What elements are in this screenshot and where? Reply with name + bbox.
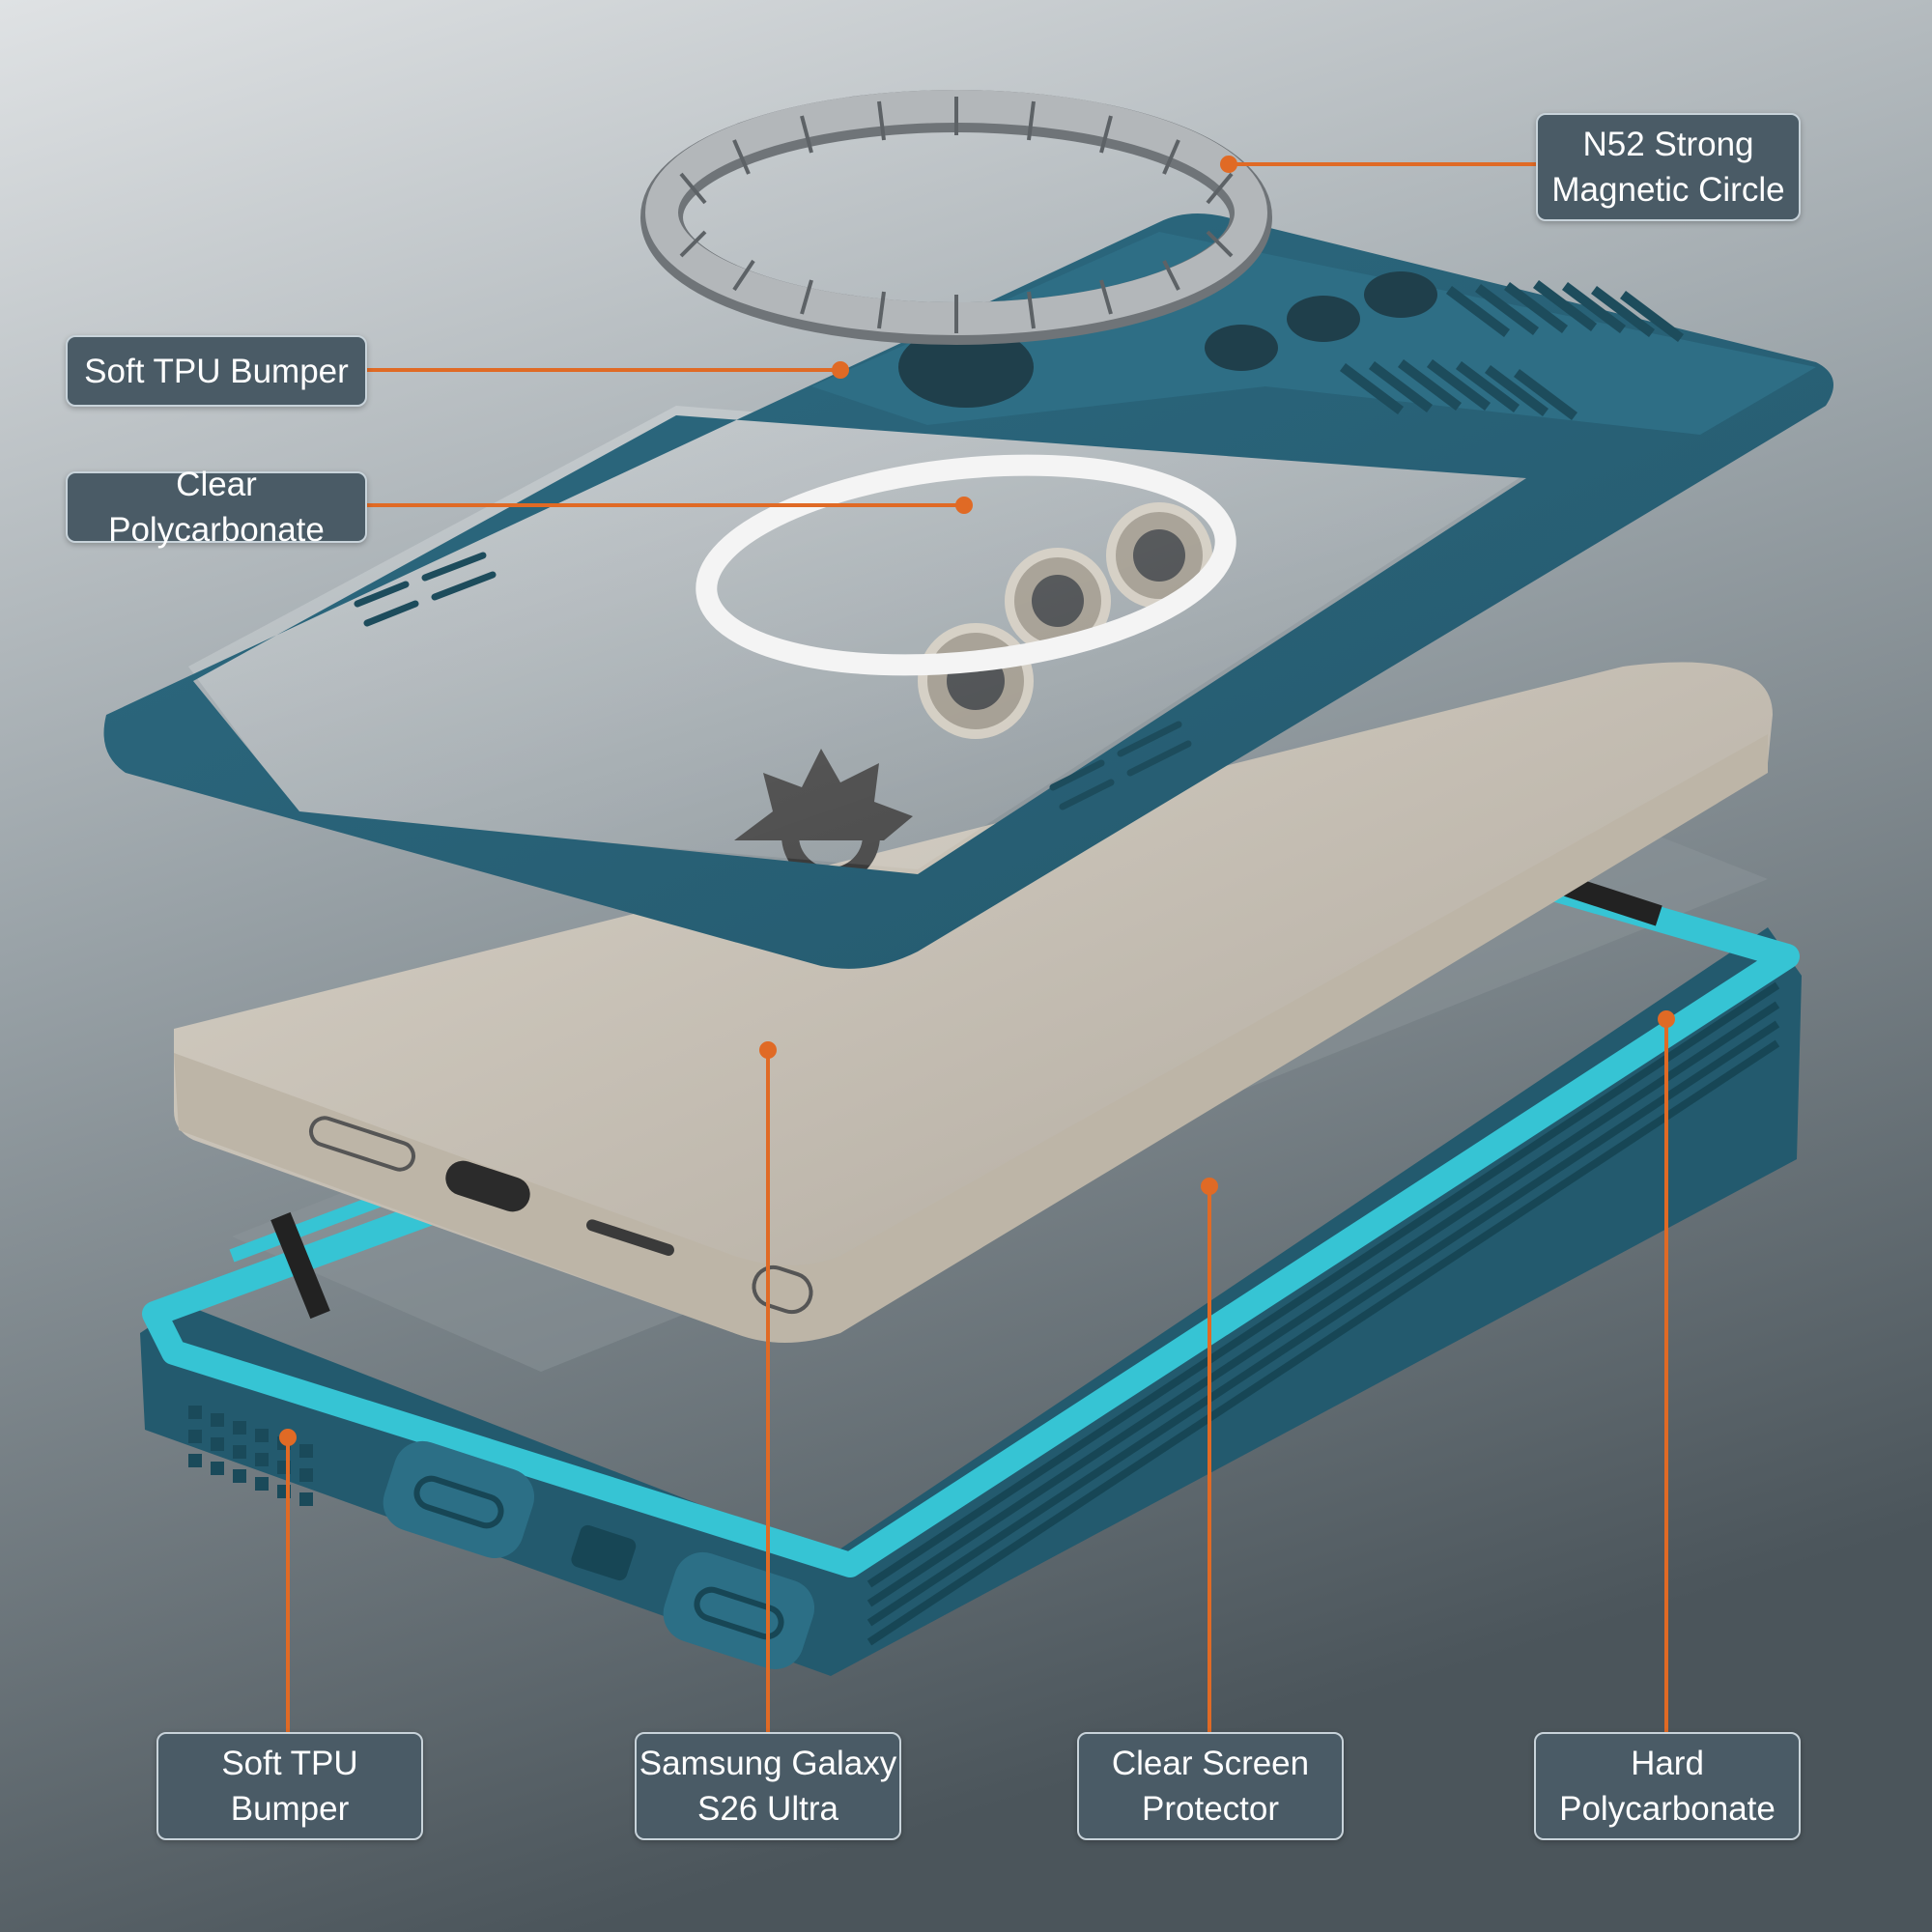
callout-magnetic-circle-line1: N52 Strong [1582,126,1754,163]
callout-hard-polycarbonate-line2: Polycarbonate [1559,1790,1776,1828]
leader-lines [279,156,1675,1734]
callout-samsung-galaxy-line2: S26 Ultra [697,1790,838,1828]
bumper-button-cover-1 [383,1440,535,1559]
frame-grip-ridges [1340,280,1684,420]
sim-tray [309,1116,415,1172]
callout-samsung-galaxy: Samsung Galaxy S26 Ultra [635,1732,901,1840]
frame-camera-cutout-1 [1364,271,1437,318]
magsafe-ring-marker [696,454,1236,676]
callout-soft-tpu-bumper-top: Soft TPU Bumper [66,335,367,407]
speaker-grille [586,1219,674,1256]
back-frame-outer [103,213,1833,969]
callout-clear-screen-protector: Clear Screen Protector [1077,1732,1344,1840]
frame-camera-cutout-main [898,327,1034,408]
front-bumper-outer [140,927,1802,1676]
frame-camera-cutout-2 [1287,296,1360,342]
callout-soft-tpu-bumper-bottom-line2: Bumper [230,1790,350,1828]
s-pen-slot [752,1264,813,1315]
callout-soft-tpu-bumper-top-text: Soft TPU Bumper [84,352,349,390]
callout-magnetic-circle: N52 Strong Magnetic Circle [1536,113,1801,221]
bumper-grip-right [867,981,1780,1646]
phone-body [174,662,1773,1341]
callout-samsung-galaxy-line1: Samsung Galaxy [639,1745,897,1782]
callout-clear-polycarbonate: Clear Polycarbonate [66,466,367,549]
callout-clear-screen-protector-line1: Clear Screen [1111,1745,1310,1782]
frame-camera-cutout-3 [1205,325,1278,371]
callout-magnetic-circle-line2: Magnetic Circle [1551,171,1785,209]
frame-side-slots [354,552,1192,810]
callout-hard-polycarbonate-line1: Hard [1631,1745,1704,1782]
callout-clear-polycarbonate-text: Clear Polycarbonate [108,466,325,549]
callout-clear-screen-protector-line2: Protector [1142,1790,1279,1828]
back-frame [103,213,1833,969]
callout-hard-polycarbonate: Hard Polycarbonate [1534,1732,1801,1840]
bumper-button-cover-2 [663,1551,815,1670]
usb-c-port [445,1160,530,1212]
phone-bottom-edge [174,734,1768,1343]
callout-soft-tpu-bumper-bottom-line1: Soft TPU [221,1745,358,1782]
clear-polycarbonate-panel [188,406,1526,869]
callout-soft-tpu-bumper-bottom: Soft TPU Bumper [156,1732,423,1840]
magnetic-ring [640,90,1272,345]
